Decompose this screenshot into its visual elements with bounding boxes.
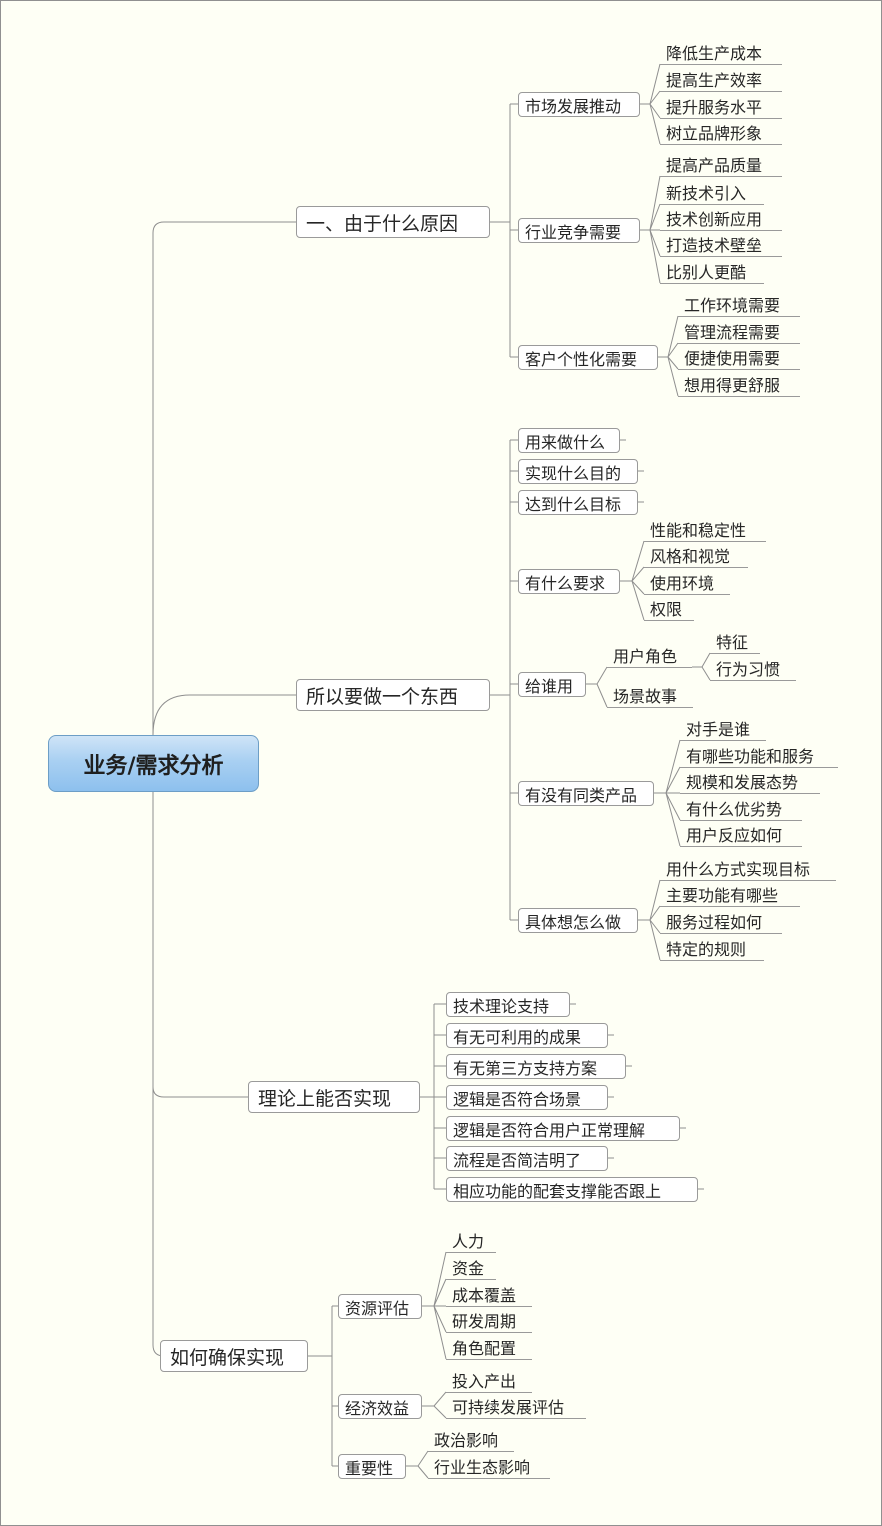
leaf-scale-trend[interactable]: 规模和发展态势	[680, 773, 820, 794]
leaf-tech-barrier[interactable]: 打造技术壁垒	[660, 236, 782, 257]
node-industry-competition[interactable]: 行业竞争需要	[518, 218, 640, 243]
leaf-political-impact[interactable]: 政治影响	[428, 1431, 514, 1452]
node-process-simple[interactable]: 流程是否简洁明了	[446, 1146, 608, 1171]
node-customer-personalization[interactable]: 客户个性化需要	[518, 345, 658, 370]
leaf-manpower[interactable]: 人力	[446, 1232, 496, 1253]
node-what-for[interactable]: 用来做什么	[518, 428, 620, 453]
leaf-cooler[interactable]: 比别人更酷	[660, 263, 764, 284]
branch-feasibility[interactable]: 理论上能否实现	[248, 1081, 420, 1113]
leaf-improve-efficiency[interactable]: 提高生产效率	[660, 71, 782, 92]
leaf-role-config[interactable]: 角色配置	[446, 1339, 532, 1360]
leaf-user-feedback[interactable]: 用户反应如何	[680, 826, 802, 847]
leaf-permissions[interactable]: 权限	[644, 600, 694, 621]
node-logic-user[interactable]: 逻辑是否符合用户正常理解	[446, 1116, 680, 1141]
branch-ensure[interactable]: 如何确保实现	[160, 1340, 308, 1372]
leaf-mgmt-process[interactable]: 管理流程需要	[678, 323, 800, 344]
leaf-rival-features[interactable]: 有哪些功能和服务	[680, 747, 838, 768]
leaf-convenience[interactable]: 便捷使用需要	[678, 349, 800, 370]
node-target-users[interactable]: 给谁用	[518, 672, 586, 697]
node-tech-theory[interactable]: 技术理论支持	[446, 992, 570, 1017]
branch-build-something[interactable]: 所以要做一个东西	[296, 679, 490, 711]
leaf-new-tech[interactable]: 新技术引入	[660, 184, 764, 205]
leaf-use-env[interactable]: 使用环境	[644, 574, 730, 595]
leaf-scenario-story[interactable]: 场景故事	[607, 687, 693, 708]
leaf-service-level[interactable]: 提升服务水平	[660, 98, 782, 119]
leaf-reduce-cost[interactable]: 降低生产成本	[660, 44, 782, 65]
node-purpose[interactable]: 实现什么目的	[518, 459, 638, 484]
leaf-performance[interactable]: 性能和稳定性	[644, 521, 766, 542]
leaf-brand-image[interactable]: 树立品牌形象	[660, 124, 782, 145]
leaf-service-process[interactable]: 服务过程如何	[660, 913, 782, 934]
leaf-approach[interactable]: 用什么方式实现目标	[660, 860, 836, 881]
leaf-work-env[interactable]: 工作环境需要	[678, 296, 800, 317]
leaf-traits[interactable]: 特征	[710, 633, 760, 654]
leaf-tech-innovation[interactable]: 技术创新应用	[660, 210, 782, 231]
node-competitors[interactable]: 有没有同类产品	[518, 781, 654, 806]
node-supporting[interactable]: 相应功能的配套支撑能否跟上	[446, 1177, 698, 1202]
leaf-behavior[interactable]: 行为习惯	[710, 660, 796, 681]
node-third-party[interactable]: 有无第三方支持方案	[446, 1054, 626, 1079]
node-importance[interactable]: 重要性	[338, 1454, 406, 1479]
leaf-style-visual[interactable]: 风格和视觉	[644, 547, 748, 568]
leaf-input-output[interactable]: 投入产出	[446, 1372, 532, 1393]
leaf-product-quality[interactable]: 提高产品质量	[660, 156, 782, 177]
node-market-drive[interactable]: 市场发展推动	[518, 92, 640, 117]
node-requirements[interactable]: 有什么要求	[518, 569, 620, 594]
node-goal[interactable]: 达到什么目标	[518, 490, 638, 515]
leaf-who-rival[interactable]: 对手是谁	[680, 720, 766, 741]
branch-reason[interactable]: 一、由于什么原因	[296, 206, 490, 238]
leaf-comfort[interactable]: 想用得更舒服	[678, 376, 800, 397]
node-logic-scenario[interactable]: 逻辑是否符合场景	[446, 1085, 608, 1110]
leaf-main-features[interactable]: 主要功能有哪些	[660, 886, 800, 907]
leaf-sustainability[interactable]: 可持续发展评估	[446, 1398, 586, 1419]
node-usable-results[interactable]: 有无可利用的成果	[446, 1023, 608, 1048]
node-how-to-do[interactable]: 具体想怎么做	[518, 908, 638, 933]
leaf-pros-cons[interactable]: 有什么优劣势	[680, 800, 802, 821]
node-economic-benefit[interactable]: 经济效益	[338, 1394, 422, 1419]
leaf-ecosystem-impact[interactable]: 行业生态影响	[428, 1458, 550, 1479]
leaf-funds[interactable]: 资金	[446, 1259, 496, 1280]
leaf-rules[interactable]: 特定的规则	[660, 940, 764, 961]
root-node[interactable]: 业务/需求分析	[48, 735, 259, 792]
leaf-cost-coverage[interactable]: 成本覆盖	[446, 1286, 532, 1307]
leaf-dev-cycle[interactable]: 研发周期	[446, 1312, 532, 1333]
node-resource-eval[interactable]: 资源评估	[338, 1294, 422, 1319]
leaf-user-role[interactable]: 用户角色	[607, 647, 692, 668]
